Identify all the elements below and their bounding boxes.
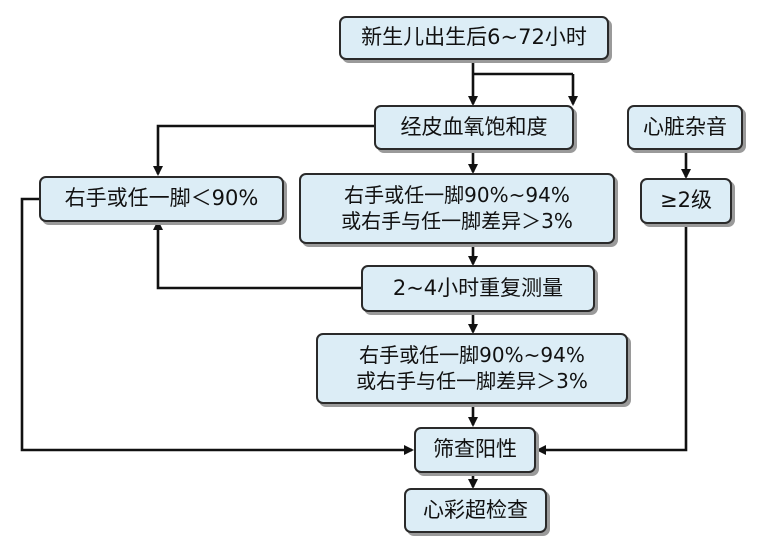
node-low: 右手或任一脚＜90% (39, 176, 284, 222)
node-pulse-ox: 经皮血氧饱和度 (374, 105, 574, 150)
node-murmur: 心脏杂音 (627, 105, 743, 150)
edge-grade-to-positive (536, 222, 688, 455)
node-mid1-line2: 或右手与任一脚差异＞3% (341, 208, 573, 233)
node-positive: 筛查阳性 (414, 427, 536, 473)
edge-low-to-positive (20, 197, 414, 455)
node-mid2-line1: 右手或任一脚90%~94% (359, 342, 585, 367)
node-retest: 2~4小时重复测量 (361, 265, 595, 312)
node-grade: ≥2级 (640, 178, 732, 224)
node-mid2: 右手或任一脚90%~94% 或右手与任一脚差异＞3% (316, 333, 628, 404)
node-start: 新生儿出生后6~72小时 (339, 16, 609, 60)
edge-pulse-ox-to-low (153, 124, 376, 176)
node-mid2-line2: 或右手与任一脚差异＞3% (356, 368, 588, 393)
edge-retest-to-low (153, 220, 362, 290)
node-echo: 心彩超检查 (404, 488, 547, 533)
node-mid1: 右手或任一脚90%~94% 或右手与任一脚差异＞3% (299, 173, 615, 244)
node-mid1-line1: 右手或任一脚90%~94% (344, 182, 570, 207)
